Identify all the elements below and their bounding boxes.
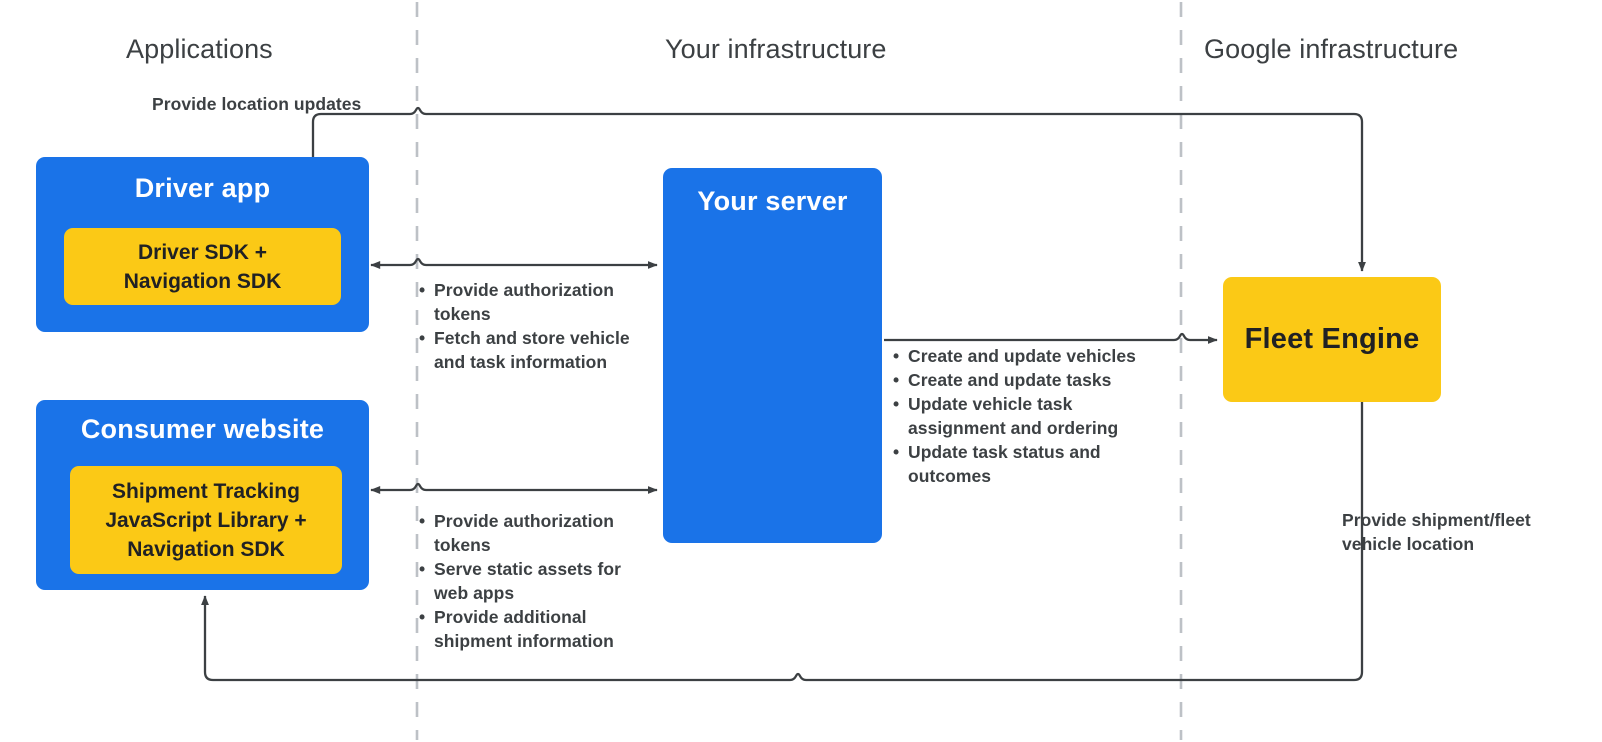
edge-note-bullet: Create and update tasks (893, 368, 1163, 392)
edge-note-bullet: Update vehicle task assignment and order… (893, 392, 1163, 440)
edge-notes-consumer-website-to-server: Provide authorization tokensServe static… (419, 509, 654, 653)
node-driver-app-title: Driver app (134, 173, 271, 203)
wire-driver-app-to-server (370, 257, 658, 269)
wire-consumer-website-to-server (370, 482, 658, 494)
wire-server-to-fleet-engine (884, 332, 1218, 344)
edge-note-bullet: Provide additional shipment information (419, 605, 654, 653)
edge-label-fleet-engine-to-consumer-website: Provide shipment/fleet vehicle location (1342, 510, 1531, 554)
zone-header-applications: Applications (126, 34, 273, 64)
edge-notes-driver-app-to-server-list: Provide authorization tokensFetch and st… (419, 278, 654, 374)
node-driver-sdk-chip[interactable]: Driver SDK +Navigation SDK (64, 228, 341, 305)
edge-label-provide-location-updates: Provide location updates (152, 94, 362, 114)
zone-header-your-infrastructure: Your infrastructure (665, 34, 887, 64)
edge-note-bullet: Fetch and store vehicle and task informa… (419, 326, 654, 374)
edge-note-bullet: Serve static assets for web apps (419, 557, 654, 605)
edge-note-bullet: Create and update vehicles (893, 344, 1163, 368)
edge-notes-server-to-fleet-engine: Create and update vehiclesCreate and upd… (893, 344, 1163, 488)
node-fleet-engine[interactable]: Fleet Engine (1223, 277, 1441, 402)
node-your-server[interactable]: Your server (663, 168, 882, 543)
edge-note-bullet: Update task status and outcomes (893, 440, 1163, 488)
edge-notes-driver-app-to-server: Provide authorization tokensFetch and st… (419, 278, 654, 374)
node-driver-sdk-chip-label: Driver SDK +Navigation SDK (123, 240, 282, 293)
node-fleet-engine-label: Fleet Engine (1244, 323, 1420, 355)
edge-notes-server-to-fleet-engine-list: Create and update vehiclesCreate and upd… (893, 344, 1163, 488)
edge-note-bullet: Provide authorization tokens (419, 509, 654, 557)
edge-notes-consumer-website-to-server-list: Provide authorization tokensServe static… (419, 509, 654, 653)
node-consumer-website-title: Consumer website (80, 414, 325, 444)
zone-header-google-infrastructure: Google infrastructure (1204, 34, 1459, 64)
edge-note-bullet: Provide authorization tokens (419, 278, 654, 326)
node-your-server-title: Your server (697, 186, 848, 216)
